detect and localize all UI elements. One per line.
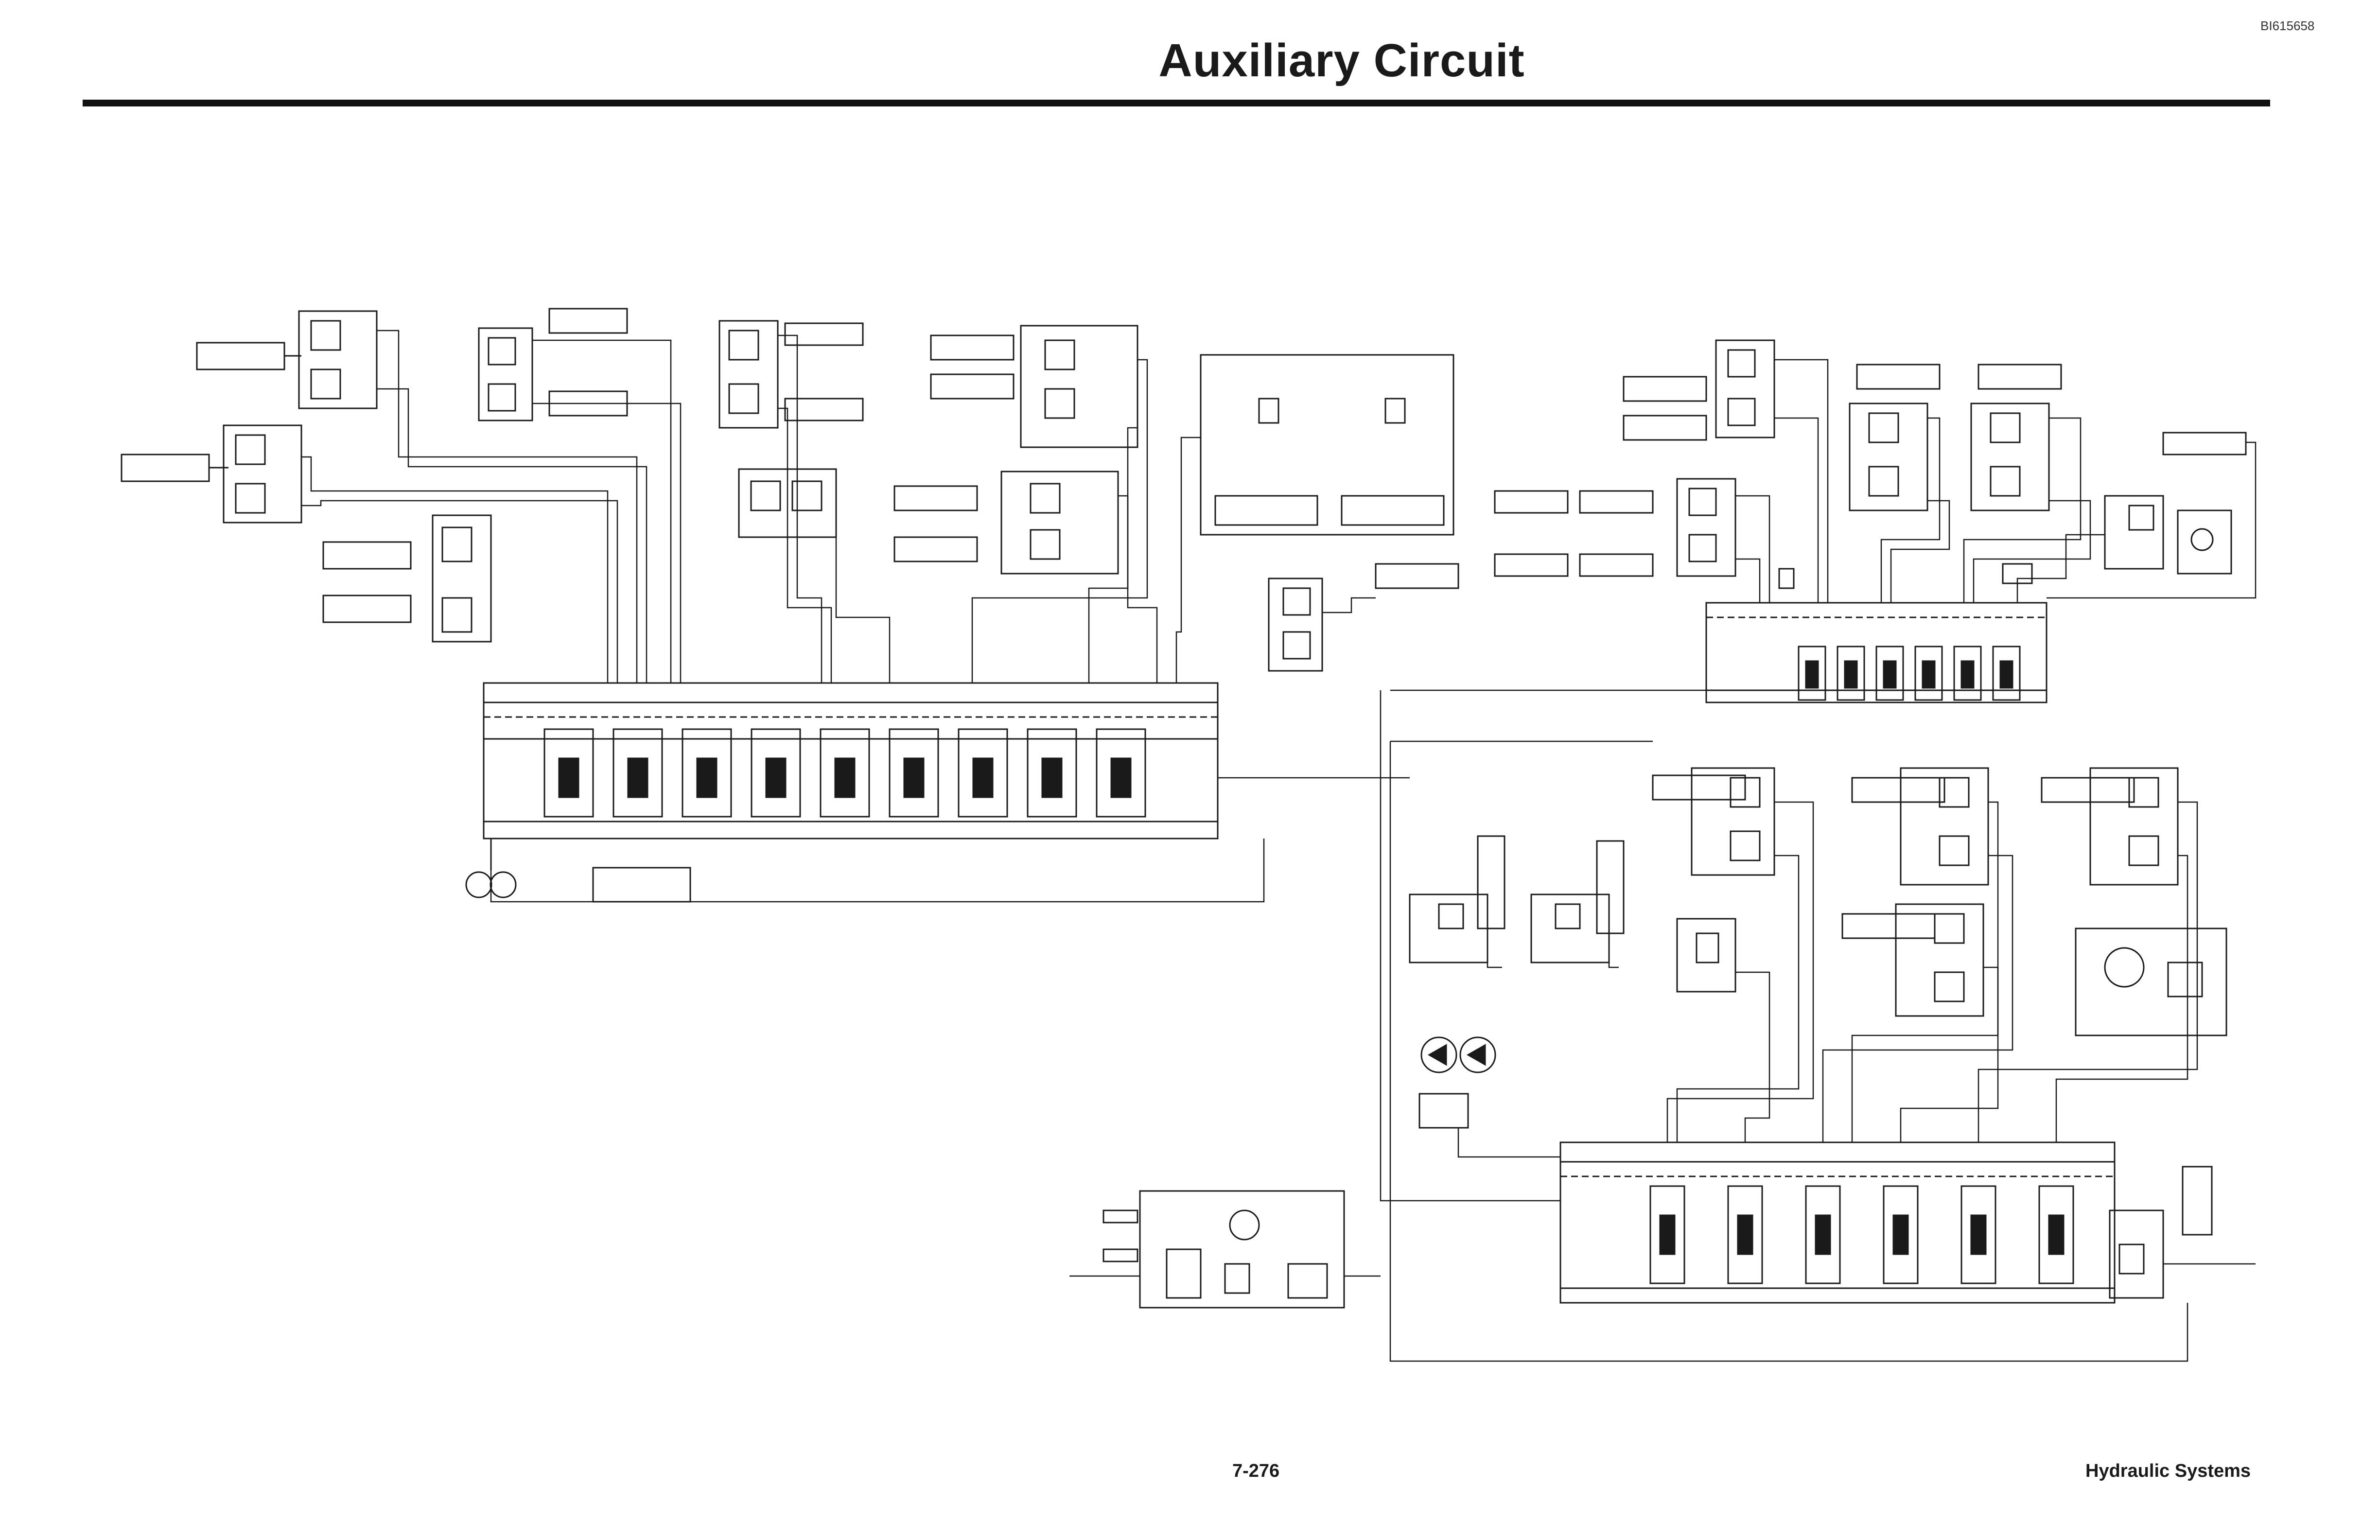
- left-pump-group: [465, 839, 691, 903]
- document-id: BI615658: [2260, 18, 2315, 33]
- left-assembly: [121, 308, 1459, 903]
- right-lower-cylinders: [1477, 774, 2213, 1236]
- right-upper-control-valve-bank: [1705, 602, 2048, 703]
- section-name: Hydraulic Systems: [2085, 1461, 2251, 1481]
- right-lower-control-valve-bank: [1559, 1141, 2116, 1304]
- right-upper-cylinders: [1494, 364, 2247, 577]
- bottom-pump-group: [1069, 1190, 1381, 1309]
- left-cylinders: [121, 308, 1459, 623]
- left-valve-blocks: [223, 310, 1454, 672]
- right-upper-hose-lines: [1390, 359, 2257, 691]
- right-lower-assembly: [1380, 690, 2256, 1362]
- title-rule: [83, 100, 2270, 106]
- page-number: 7-276: [1232, 1461, 1280, 1481]
- right-lower-valve-blocks: [1409, 767, 2227, 1299]
- left-hose-lines: [301, 330, 1410, 903]
- right-upper-valve-sections: [1798, 646, 2021, 701]
- left-control-valve-bank: [483, 682, 1219, 840]
- right-upper-assembly: [1390, 339, 2257, 703]
- right-lower-valve-sections: [1649, 1185, 2074, 1284]
- right-lower-hose-lines: [1380, 690, 2256, 1362]
- right-upper-valve-blocks: [1676, 339, 2232, 589]
- right-lower-pumps: [1418, 1036, 1496, 1129]
- page-title: Auxiliary Circuit: [1158, 35, 1525, 87]
- left-valve-sections: [543, 728, 1146, 818]
